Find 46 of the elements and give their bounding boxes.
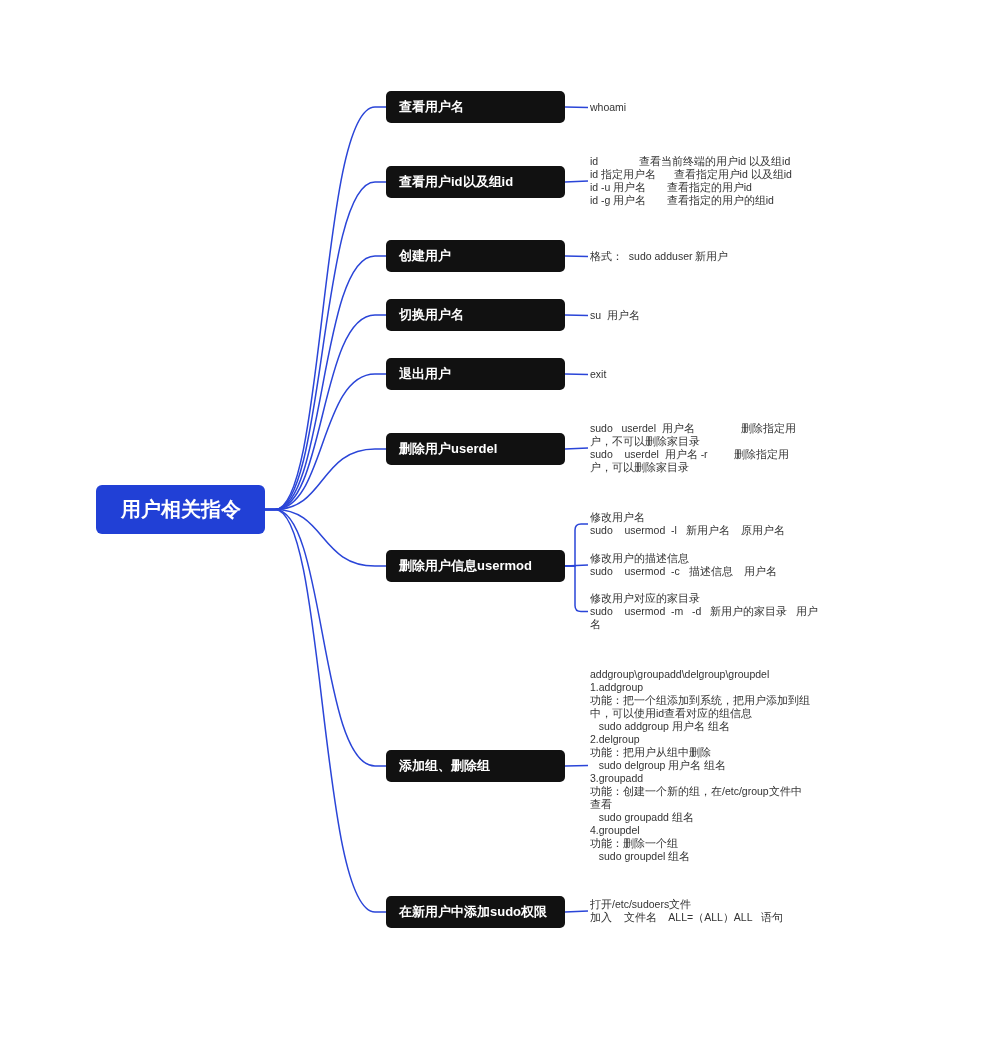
- topic-box: 删除用户信息usermod: [386, 550, 565, 582]
- note-text: id 查看当前终端的用户id 以及组id: [590, 155, 792, 168]
- connector-line: [564, 373, 589, 376]
- topic-box: 创建用户: [386, 240, 565, 272]
- connector-line: [564, 180, 589, 183]
- note-text: id 指定用户名 查看指定用户id 以及组id: [590, 168, 793, 181]
- note-text: 3.groupadd: [590, 772, 645, 785]
- topic-box: 查看用户id以及组id: [386, 166, 565, 198]
- note-text: 修改用户对应的家目录: [590, 592, 701, 605]
- note-text: sudo userdel 用户名 -r 删除指定用户，可以删除家目录: [590, 448, 790, 474]
- connector-line: [564, 314, 589, 317]
- note-text: su 用户名: [590, 309, 641, 322]
- connector-line: [564, 764, 589, 767]
- note-text: sudo groupdel 组名: [597, 850, 692, 863]
- topic-box: 删除用户userdel: [386, 433, 565, 465]
- connector-line: [564, 106, 589, 109]
- root-topic-box: 用户相关指令: [96, 485, 265, 534]
- note-text: 功能：删除一个组: [590, 837, 679, 850]
- topic-box: 查看用户名: [386, 91, 565, 123]
- note-text: 加入 文件名 ALL=（ALL）ALL 语句: [590, 911, 784, 924]
- topic-box: 添加组、删除组: [386, 750, 565, 782]
- note-text: id -u 用户名 查看指定的用户id: [590, 181, 753, 194]
- note-text: 2.delgroup: [590, 733, 641, 746]
- note-text: 打开/etc/sudoers文件: [590, 898, 693, 911]
- note-text: sudo usermod -c 描述信息 用户名: [590, 565, 779, 578]
- topic-box: 退出用户: [386, 358, 565, 390]
- note-text: sudo usermod -l 新用户名 原用户名: [590, 524, 787, 537]
- note-text: id -g 用户名 查看指定的用户的组id: [590, 194, 775, 207]
- note-text: addgroup\groupadd\delgroup\groupdel: [590, 668, 771, 681]
- note-text: sudo delgroup 用户名 组名: [597, 759, 728, 772]
- note-text: 格式： sudo adduser 新用户: [590, 250, 730, 263]
- note-text: sudo addgroup 用户名 组名: [597, 720, 731, 733]
- connector-line: [564, 447, 589, 450]
- note-text: sudo usermod -m -d 新用户的家目录 用户名: [590, 605, 818, 631]
- note-text: 修改用户的描述信息: [590, 552, 690, 565]
- note-text: 1.addgroup: [590, 681, 645, 694]
- note-text: 4.groupdel: [590, 824, 641, 837]
- topic-box: 在新用户中添加sudo权限: [386, 896, 565, 928]
- note-text: 功能：把用户从组中删除: [590, 746, 712, 759]
- note-text: exit: [590, 368, 608, 381]
- note-text: 修改用户名: [590, 511, 646, 524]
- note-text: sudo groupadd 组名: [597, 811, 695, 824]
- note-text: whoami: [590, 101, 628, 114]
- topic-box: 切换用户名: [386, 299, 565, 331]
- connector-line: [564, 255, 589, 258]
- connector-line: [564, 910, 589, 913]
